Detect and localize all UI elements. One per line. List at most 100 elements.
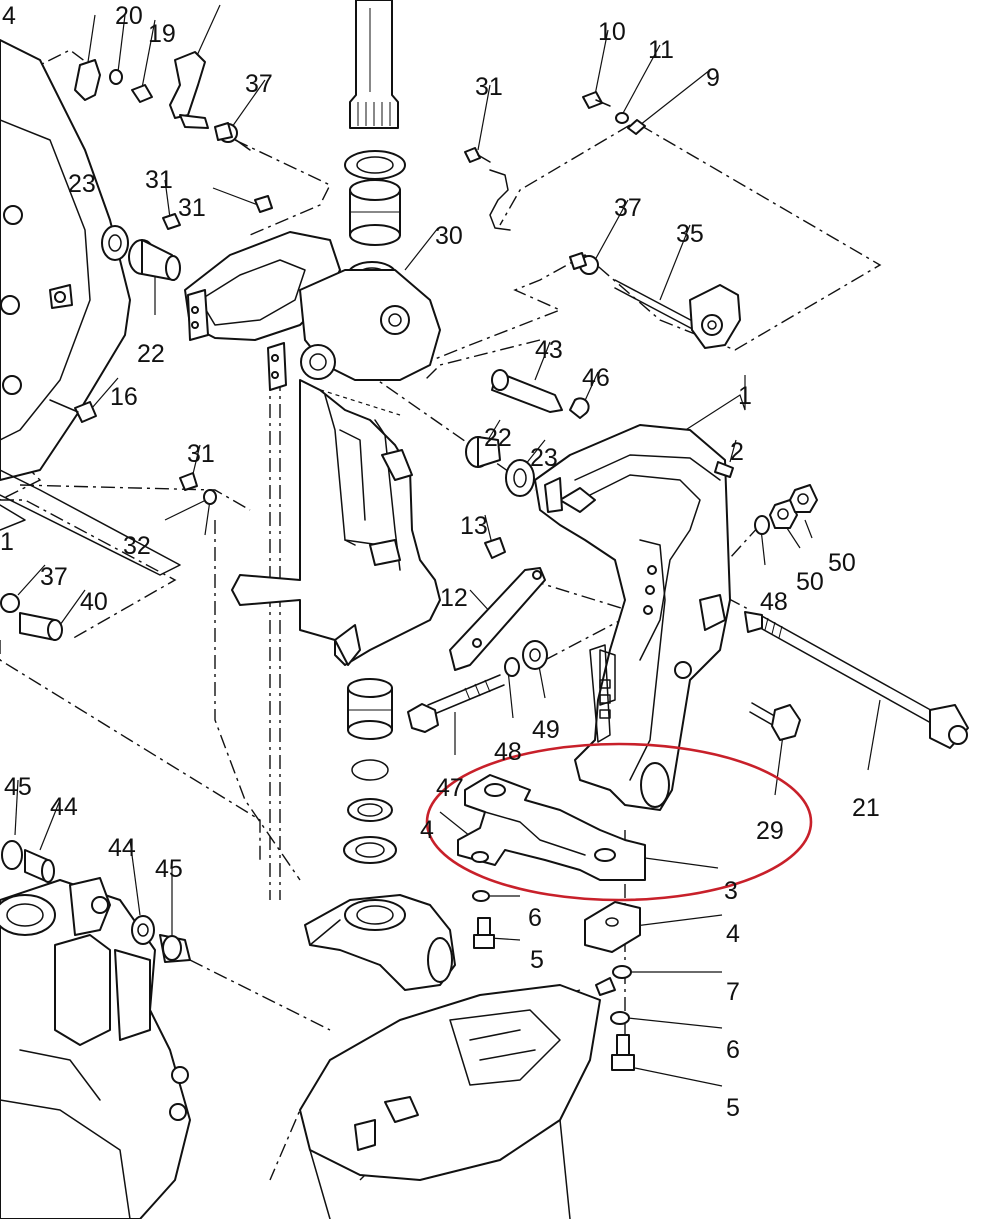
bushing-22-right: [465, 436, 501, 468]
cushion-4: [584, 901, 641, 953]
clamp-bracket-1: [534, 424, 731, 811]
bushing-40: [19, 612, 63, 641]
callout-45: 45: [155, 855, 183, 883]
callout-2: 2: [730, 438, 744, 466]
pin-2: [714, 461, 734, 478]
callout-37: 37: [614, 194, 642, 222]
callout-12: 12: [440, 584, 468, 612]
callout-47: 47: [436, 774, 464, 802]
washer-48-low: [504, 657, 520, 677]
callout-30: 30: [435, 222, 463, 250]
lever-35: [614, 279, 741, 349]
callout-5: 5: [726, 1094, 740, 1122]
bolt-19: [131, 84, 153, 103]
callout-40: 40: [80, 588, 108, 616]
lower-housing: [299, 984, 601, 1219]
steering-bracket: [184, 231, 441, 391]
washer-23-right: [505, 459, 535, 497]
washer-6-top: [472, 890, 490, 902]
bolt-16: [49, 399, 97, 423]
fitting-45-right: [159, 934, 191, 963]
bolt-31-top: [464, 147, 511, 231]
callout-50: 50: [828, 549, 856, 577]
washer-23-left: [101, 225, 129, 261]
bushing-22-left: [128, 239, 181, 281]
callout-6: 6: [528, 904, 542, 932]
callout-37: 37: [40, 563, 68, 591]
nut-50-b: [789, 484, 818, 513]
callout-44: 44: [50, 793, 78, 821]
bolt-31-mid: [254, 195, 273, 213]
callout-4: 4: [726, 920, 740, 948]
swivel-bracket-left: [0, 39, 181, 576]
callout-9: 9: [706, 64, 720, 92]
callout-11: 11: [648, 36, 674, 64]
lower-mount-yoke: [304, 894, 456, 991]
callout-7: 7: [726, 978, 740, 1006]
bolt-5-bottom: [611, 1034, 635, 1071]
cable-end-7: [595, 977, 616, 996]
callout-23: 23: [530, 444, 558, 472]
bolt-37-right: [569, 252, 599, 275]
callout-20: 20: [115, 2, 143, 30]
plate-12: [449, 567, 546, 671]
callout-21: 21: [852, 794, 880, 822]
callout-35: 35: [676, 220, 704, 248]
clip-top: [74, 59, 101, 101]
upper-bushings: [344, 150, 406, 289]
washer-49: [522, 640, 548, 670]
bolt-37-top: [214, 122, 251, 151]
through-bolt-21: [744, 611, 969, 749]
steering-shaft: [349, 0, 399, 129]
fitting-44-right: [131, 915, 155, 945]
callout-37: 37: [245, 70, 273, 98]
fitting-45-left: [1, 840, 23, 870]
callout-5: 5: [530, 946, 544, 974]
bolt-31-lower: [179, 472, 198, 491]
callout-22: 22: [137, 340, 165, 368]
bolt-47: [407, 674, 505, 733]
washer-48-top: [754, 515, 770, 535]
clip-46: [569, 397, 590, 419]
callout-44: 44: [108, 834, 136, 862]
callout-6: 6: [726, 1036, 740, 1064]
callout-19: 19: [148, 20, 176, 48]
washer-7: [612, 965, 632, 979]
washer-11: [615, 112, 629, 124]
pin-43: [491, 369, 563, 413]
fitting-44-left: [24, 849, 55, 883]
callout-43: 43: [535, 336, 563, 364]
callout-22: 22: [484, 424, 512, 452]
callout-10: 10: [598, 18, 626, 46]
swivel-bracket-body: [231, 379, 441, 666]
callout-31: 31: [475, 73, 503, 101]
bolt-37-left: [0, 593, 20, 613]
callout-23: 23: [68, 170, 96, 198]
callout-29: 29: [756, 817, 784, 845]
washer-6-bottom: [610, 1011, 630, 1025]
callout-49: 49: [532, 716, 560, 744]
callout-50: 50: [796, 568, 824, 596]
highlight-ellipse: [425, 742, 813, 902]
bolt-13: [484, 537, 506, 559]
arm-top: [169, 51, 209, 129]
lower-bushings: [343, 678, 397, 864]
washer-32: [203, 489, 217, 505]
mount-bracket-3: [457, 774, 646, 881]
callout-4: 4: [2, 2, 16, 30]
engine-block: [0, 877, 191, 1219]
callout-1: 1: [738, 382, 752, 410]
callout-46: 46: [582, 364, 610, 392]
callout-31: 31: [178, 194, 206, 222]
callout-31: 31: [187, 440, 215, 468]
callout-16: 16: [110, 383, 138, 411]
callout-32: 32: [123, 532, 151, 560]
callout-13: 13: [460, 512, 488, 540]
bolt-10: [582, 91, 611, 109]
callout-45: 45: [4, 773, 32, 801]
bolt-5-top: [473, 917, 495, 949]
callout-3: 3: [724, 877, 738, 905]
bolt-31-left: [162, 213, 181, 230]
